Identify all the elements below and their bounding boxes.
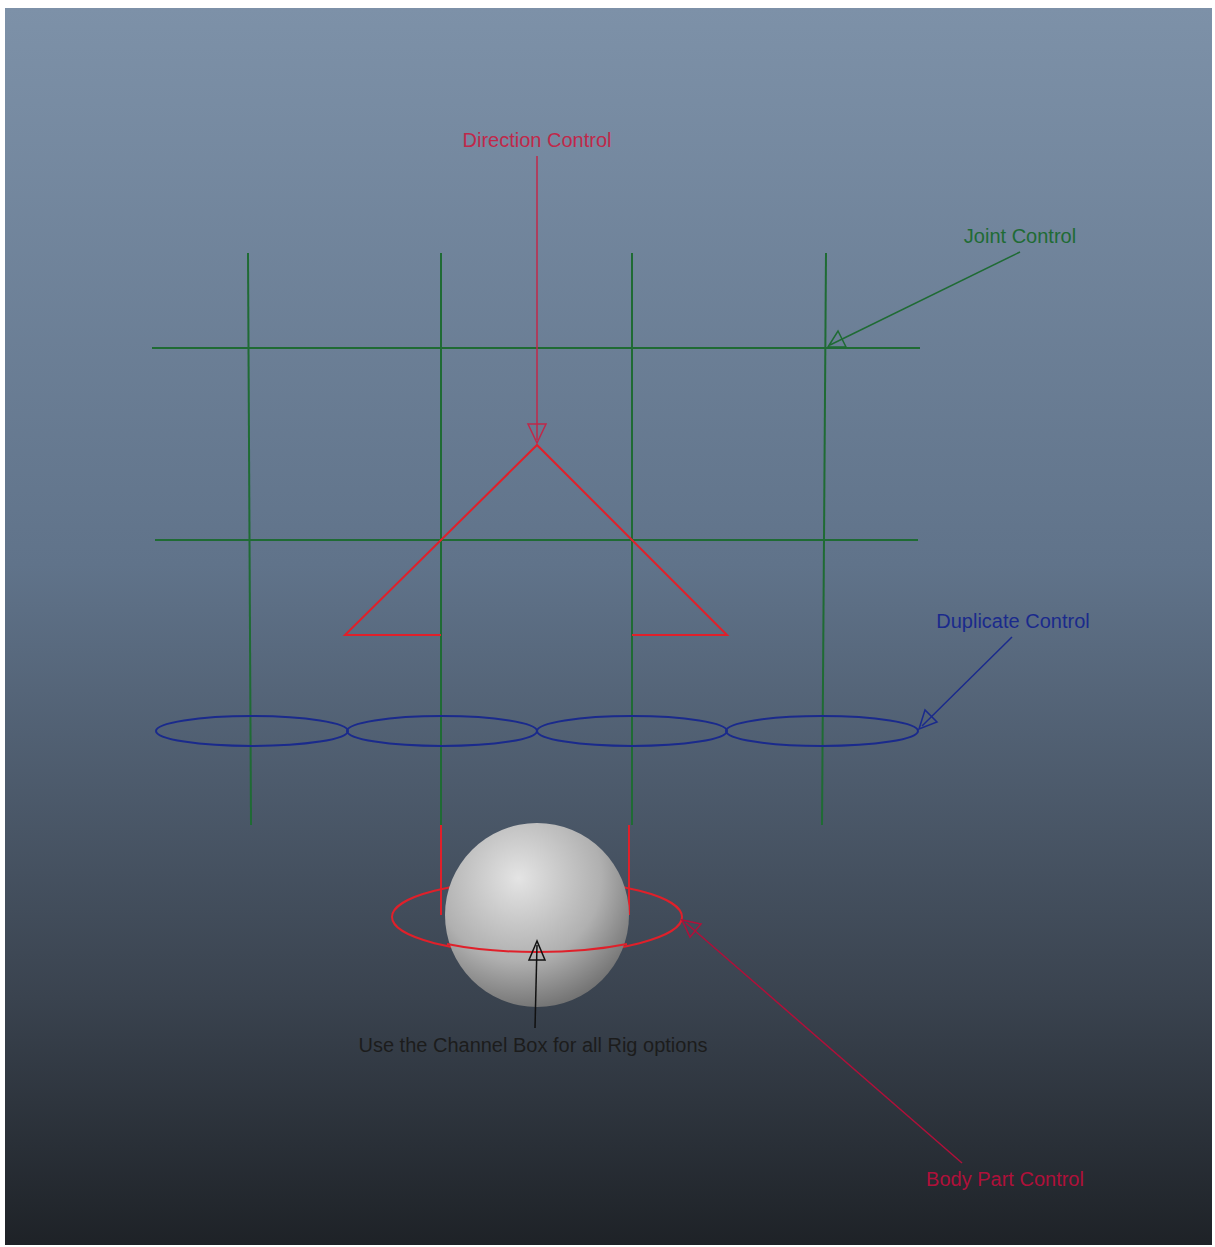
leader-arrow (529, 941, 545, 1028)
callout-label: Joint Control (964, 224, 1076, 248)
background (5, 8, 1212, 1245)
callout-label: Body Part Control (926, 1167, 1084, 1191)
leader-arrow (528, 156, 546, 443)
callout-label: Direction Control (463, 128, 612, 152)
callout-label: Duplicate Control (936, 609, 1089, 633)
duplicate-control (156, 716, 918, 746)
note-label: Use the Channel Box for all Rig options (358, 1033, 707, 1057)
leader-arrow (828, 252, 1020, 347)
joint-grid (152, 253, 920, 825)
sphere (445, 823, 629, 1007)
leader-arrow (682, 920, 962, 1163)
leader-arrow (919, 637, 1012, 729)
direction-control (345, 445, 727, 635)
